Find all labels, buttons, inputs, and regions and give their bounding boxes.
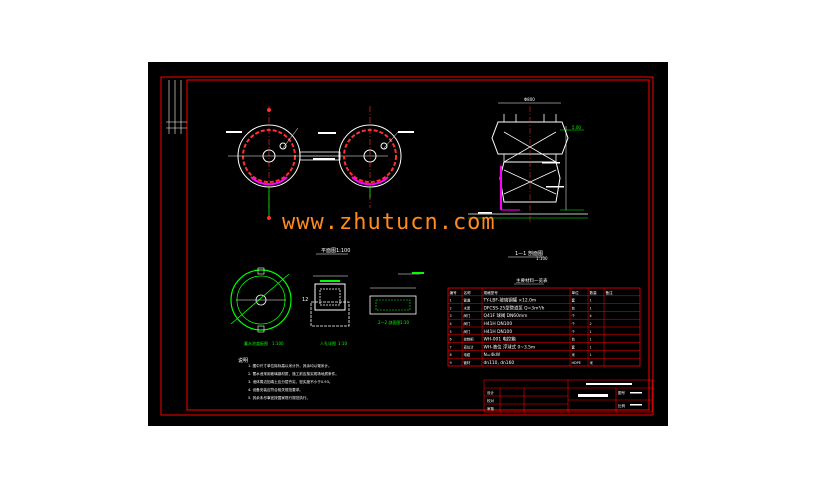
- detail-c-scale: 1:10: [400, 320, 409, 325]
- table-cell: dn110, dn160: [484, 360, 515, 366]
- table-cell: 1: [450, 299, 452, 303]
- table-cell: 控制柜: [464, 337, 475, 342]
- table-cell: 电缆: [464, 352, 471, 357]
- table-cell: 1: [590, 353, 592, 357]
- table-cell: 台: [572, 305, 576, 310]
- detail-b-title: 人孔详图: [320, 340, 336, 346]
- table-cell: 个: [572, 313, 576, 318]
- detail-a-scale: 1:100: [272, 341, 284, 346]
- tb-scale: 比例: [618, 403, 626, 408]
- table-cell: 7: [450, 345, 452, 349]
- table-cell: 米: [590, 360, 594, 365]
- table-cell: N=4kW: [484, 352, 501, 358]
- table-cell: 阀门: [464, 329, 471, 334]
- table-header-cell: 数量: [590, 290, 598, 295]
- table-cell: 1: [590, 345, 592, 349]
- table-header-cell: 单位: [572, 290, 580, 295]
- table-cell: 管材: [464, 360, 471, 365]
- table-cell: WH-001 电控箱: [484, 336, 517, 343]
- note-line: 2. 蓄水池采用玻璃钢材质，施工前应核实现场地质条件。: [248, 371, 339, 376]
- cad-viewport: 平面图 1:100 Φ800 5.00: [148, 62, 668, 426]
- table-cell: 套: [572, 344, 576, 349]
- note-line: 5. 其余未尽事宜按国家现行规范执行。: [248, 395, 310, 400]
- note-line: 3. 池体周边回填土应分层夯实，密实度不小于0.93。: [248, 379, 332, 384]
- table-cell: 水泵: [464, 305, 471, 310]
- table-cell: DFCSS-25型管道泵 Q=3m³/h: [484, 304, 545, 311]
- table-cell: H41H DN100: [484, 321, 513, 327]
- table-cell: 4: [450, 322, 452, 326]
- table-cell: 3: [450, 314, 452, 318]
- title-block-fill: 设计 校对 审核 图号 比例: [487, 383, 642, 411]
- table-cell: 2: [590, 322, 592, 326]
- note-line: 1. 图中尺寸单位除标高以米计外，其余均以毫米计。: [248, 363, 332, 368]
- watermark-text: www.zhutucn.com: [282, 210, 496, 235]
- table-cell: 套: [572, 298, 576, 303]
- table-cell: 5: [450, 330, 452, 334]
- tb-row-review: 审核: [487, 406, 495, 411]
- table-cell: 6: [450, 338, 452, 342]
- table-header-cell: 备注: [606, 290, 614, 295]
- section-scale: 1:100: [536, 256, 548, 261]
- table-cell: HDPE: [572, 361, 581, 365]
- table-cell: 1: [590, 299, 592, 303]
- table-cell: Q41F 球阀 DN60mm: [484, 312, 528, 319]
- table-cell: 1: [590, 330, 592, 334]
- material-table: 主要材料一览表 编号 名称 规格型号 单位 数量 备注 1 管道 TY-LBF-玻璃钢罐 ×12…: [447, 277, 641, 367]
- title-block: [483, 379, 653, 413]
- detail-b-scale: 1:10: [338, 341, 347, 346]
- table-cell: 液位计: [464, 344, 475, 349]
- tb-drawing-no: 图号: [618, 390, 626, 395]
- drawing-canvas: 平面图 1:100 Φ800 5.00: [160, 76, 654, 416]
- tb-row-check: 校对: [487, 398, 495, 403]
- detail-manhole: 人孔详图 1:10 12: [302, 275, 350, 346]
- notes-title: 说明: [238, 357, 248, 364]
- plan-title: 平面图: [321, 248, 336, 254]
- table-title: 主要材料一览表: [516, 277, 548, 284]
- detail-c-title: 2—2 剖面图: [378, 319, 400, 325]
- table-cell: 4: [590, 314, 592, 318]
- table-cell: 个: [572, 321, 576, 326]
- notes-block: 说明 1. 图中尺寸单位除标高以米计外，其余均以毫米计。 2. 蓄水池采用玻璃钢材…: [238, 357, 339, 400]
- inner-frame: [186, 79, 650, 411]
- table-cell: TY-LBF-玻璃钢罐 ×12.0m: [483, 297, 537, 304]
- section-elev: 5.00: [572, 125, 581, 130]
- table-cell: WH-液位 浮球式 0~3.5m: [484, 343, 536, 350]
- table-cell: H41H DN100: [484, 329, 513, 335]
- outer-frame: [160, 76, 654, 416]
- section-top-dim: Φ800: [524, 97, 535, 102]
- table-cell: 8: [450, 353, 452, 357]
- detail-a-title: 蓄水池盖板图: [244, 340, 268, 346]
- table-cell: 1: [590, 306, 592, 310]
- table-header-cell: 规格型号: [484, 290, 499, 295]
- note-line: 4. 设备安装应符合相关规范要求。: [248, 387, 303, 392]
- section-view: Φ800 5.00 1—1 剖面图 1:100: [468, 97, 588, 261]
- section-title: 1—1 剖面图: [515, 250, 543, 257]
- table-header-cell: 名称: [464, 290, 472, 295]
- table-cell: 米: [572, 352, 576, 357]
- tb-row-design: 设计: [487, 390, 495, 395]
- table-cell: 阀门: [464, 313, 471, 318]
- table-cell: 阀门: [464, 321, 471, 326]
- table-cell: 台: [572, 337, 576, 342]
- table-cell: 个: [572, 329, 576, 334]
- plan-scale: 1:100: [336, 248, 350, 254]
- detail-b-mark: 12: [302, 297, 308, 303]
- detail-2-2: 2—2 剖面图 1:10: [369, 272, 424, 325]
- table-header-cell: 编号: [450, 290, 458, 295]
- binding-strip: [166, 80, 187, 134]
- table-cell: 2: [450, 306, 452, 310]
- table-cell: 管道: [464, 298, 471, 303]
- table-cell: 9: [450, 361, 452, 365]
- plan-view: 平面图 1:100: [226, 106, 414, 255]
- table-cell: 1: [590, 338, 592, 342]
- detail-cover: 蓄水池盖板图 1:100: [230, 267, 292, 346]
